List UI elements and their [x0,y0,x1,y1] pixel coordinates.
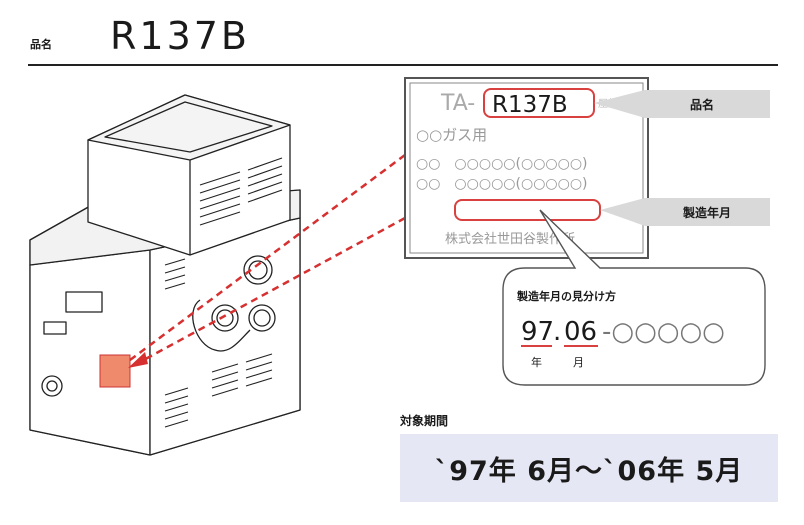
callout-date-label: 製造年月 [682,205,731,220]
plate-gas-line: ○○ガス用 [416,126,487,144]
callout-name-label: 品名 [690,97,714,112]
header-divider [28,64,778,66]
code-year: 97 [521,317,554,347]
device-illustration [29,94,301,456]
arrow-head [128,352,148,368]
plate-spec-line-1: ○○ ○○○○○(○○○○○) [416,156,588,172]
period-label: 対象期間 [400,414,449,428]
header-model: R137B [110,14,251,58]
header-label: 品名 [30,38,52,51]
code-rest: -○○○○○ [602,317,725,347]
plate-prefix: TA- [440,91,475,116]
plate-maker: 株式会社世田谷製作所 [445,231,575,247]
period-box: `97年 6月～`06年 5月 [400,434,778,502]
nameplate-location-highlight [99,354,131,388]
period-value: `97年 6月～`06年 5月 [434,455,744,487]
svg-text:.: . [553,317,561,347]
year-label: 年 [531,355,542,369]
plate-date-frame [454,199,601,221]
pointer-line-upper [129,153,406,362]
month-label: 月 [573,356,584,369]
callout-name-banner [594,90,770,118]
callout-date-banner [600,198,770,226]
bubble-title: 製造年月の見分け方 [516,289,616,303]
plate-spec-line-2: ○○ ○○○○○(○○○○○) [416,176,588,192]
code-month: 06 [564,317,597,347]
explanation-bubble [502,209,766,386]
plate-model: R137B [492,92,568,118]
pointer-arrow-lower [139,216,406,364]
